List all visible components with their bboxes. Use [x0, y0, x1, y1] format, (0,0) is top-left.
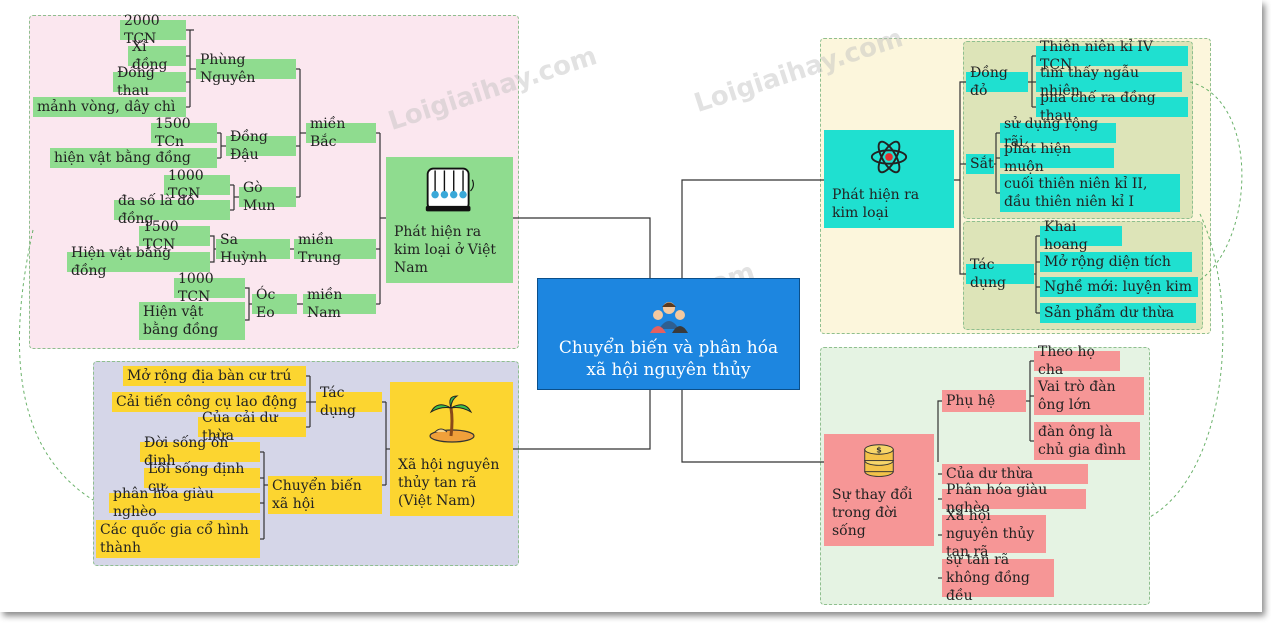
leaf-theo-ho-cha[interactable]: Theo họ cha	[1034, 344, 1120, 378]
leaf-1000-tcn-oc-eo[interactable]: 1000 TCN	[174, 271, 245, 305]
node-chuyen-bien-xa-hoi[interactable]: Chuyển biến xã hội	[268, 476, 382, 514]
newton-cradle-icon	[425, 167, 474, 212]
node-tac-dung-society[interactable]: Tác dụng	[316, 385, 382, 419]
node-mien-bac[interactable]: miền Bắc	[306, 116, 376, 150]
node-phan-hoa-giau-ngheo[interactable]: Phân hóa giàu nghèo	[942, 482, 1086, 516]
leaf-phan-hoa-giau-ngheo-vn[interactable]: phân hóa giàu nghèo	[109, 486, 260, 520]
leaf-mo-rong-dien-tich[interactable]: Mở rộng diện tích	[1040, 252, 1192, 272]
leaf-pha-che-dong-thau[interactable]: pha chế ra đồng thau	[1036, 90, 1188, 124]
leaf-vai-tro-dan-ong[interactable]: Vai trò đàn ông lớn	[1034, 377, 1144, 415]
hub-life-changes-label: Sự thay đổi trong đời sống	[832, 487, 913, 539]
leaf-xi-dong[interactable]: Xỉ đồng	[128, 39, 186, 73]
leaf-dan-ong-chu-gia-dinh[interactable]: đàn ông là chủ gia đình	[1034, 422, 1140, 460]
hub-life-changes[interactable]: $ Sự thay đổi trong đời sống	[824, 434, 934, 546]
node-tac-dung-metal[interactable]: Tác dụng	[966, 257, 1034, 291]
central-topic[interactable]: Chuyển biến và phân hóa xã hội nguyên th…	[537, 278, 800, 390]
coins-icon: $	[864, 444, 894, 477]
node-dong-do[interactable]: Đồng đỏ	[966, 65, 1028, 99]
node-dong-dau[interactable]: Đồng Đậu	[226, 129, 296, 163]
node-oc-eo[interactable]: Óc Eo	[252, 287, 297, 321]
node-cua-du-thua[interactable]: Của dư thừa	[942, 464, 1088, 484]
leaf-hien-vat-oc-eo[interactable]: Hiện vật bằng đồng	[139, 302, 245, 340]
node-sa-huynh[interactable]: Sa Huỳnh	[216, 232, 290, 266]
hub-society-vietnam-label: Xã hội nguyên thủy tan rã (Việt Nam)	[398, 457, 500, 509]
node-go-mun[interactable]: Gò Mun	[239, 180, 296, 214]
hub-metal-vietnam[interactable]: Phát hiện ra kim loại ở Việt Nam	[386, 157, 513, 283]
node-mien-nam[interactable]: miền Nam	[303, 287, 376, 321]
people-icon	[649, 302, 688, 333]
node-sat[interactable]: Sắt	[966, 154, 994, 174]
leaf-manh-vong[interactable]: mảnh vòng, dây chì	[33, 97, 186, 117]
leaf-cac-quoc-gia-co[interactable]: Các quốc gia cổ hình thành	[96, 520, 260, 558]
leaf-doi-song-on-dinh[interactable]: Đời sống ổn định	[140, 435, 260, 469]
leaf-thien-nien-ki-iv[interactable]: Thiên niên kỉ IV TCN	[1036, 39, 1188, 73]
hub-society-vietnam[interactable]: Xã hội nguyên thủy tan rã (Việt Nam)	[390, 382, 513, 516]
atom-icon	[870, 140, 908, 174]
leaf-khai-hoang[interactable]: Khai hoang	[1040, 219, 1122, 253]
island-icon	[428, 395, 475, 443]
leaf-cai-tien-cong-cu[interactable]: Cải tiến công cụ lao động	[112, 392, 306, 412]
leaf-hien-vat-dong-dau[interactable]: hiện vật bằng đồng	[50, 148, 217, 168]
hub-metal-vietnam-label: Phát hiện ra kim loại ở Việt Nam	[394, 224, 496, 276]
node-phung-nguyen[interactable]: Phùng Nguyên	[196, 52, 296, 86]
leaf-da-so-do-dong[interactable]: đa số là đồ đồng	[114, 193, 230, 227]
leaf-cuoi-thien-nien-ki[interactable]: cuối thiên niên kỉ II, đầu thiên niên kỉ…	[1000, 174, 1180, 212]
leaf-1500-tcn-dong-dau[interactable]: 1500 TCn	[151, 116, 217, 150]
leaf-hien-vat-sa-huynh[interactable]: Hiện vật bằng đồng	[67, 245, 210, 279]
leaf-1500-tcn-sa-huynh[interactable]: 1500 TCN	[139, 219, 210, 253]
hub-metal-discovery[interactable]: Phát hiện ra kim loại	[824, 130, 954, 228]
leaf-san-pham-du-thua[interactable]: Sản phẩm dư thừa	[1040, 303, 1196, 323]
leaf-2000-tcn[interactable]: 2000 TCN	[120, 13, 186, 47]
node-mien-trung[interactable]: miền Trung	[294, 232, 376, 266]
svg-text:$: $	[876, 446, 882, 455]
hub-metal-discovery-label: Phát hiện ra kim loại	[832, 187, 920, 221]
node-phu-he[interactable]: Phụ hệ	[942, 390, 1026, 412]
leaf-phat-hien-muon[interactable]: phát hiện muộn	[1000, 141, 1114, 175]
leaf-mo-rong-dia-ban[interactable]: Mở rộng địa bàn cư trú	[123, 366, 306, 386]
node-xa-hoi-tan-ra[interactable]: Xã hội nguyên thủy tan rã	[942, 508, 1046, 560]
central-title: Chuyển biến và phân hóa xã hội nguyên th…	[558, 338, 779, 380]
node-su-tan-ra-khong-deu[interactable]: sự tan rã không đồng đều	[942, 552, 1054, 604]
leaf-nghe-moi-luyen-kim[interactable]: Nghề mới: luyện kim	[1040, 277, 1198, 297]
leaf-dong-thau[interactable]: Đồng thau	[113, 65, 186, 99]
